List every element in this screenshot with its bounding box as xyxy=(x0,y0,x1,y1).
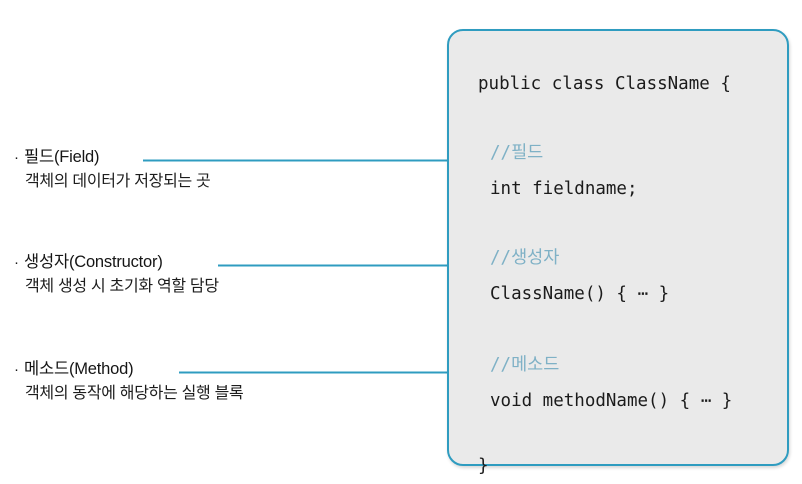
code-line-field-comment: //필드 xyxy=(490,143,544,163)
legend-term-row-constructor: · 생성자(Constructor) xyxy=(14,252,314,273)
legend-description-constructor: 객체 생성 시 초기화 역할 담당 xyxy=(25,277,219,295)
legend-item-method: · 메소드(Method) 객체의 동작에 해당하는 실행 블록 xyxy=(14,359,314,404)
legend-term-row-method: · 메소드(Method) xyxy=(14,359,314,380)
code-panel: public class ClassName { //필드 int fieldn… xyxy=(447,29,789,476)
legend-description-method: 객체의 동작에 해당하는 실행 블록 xyxy=(25,384,244,402)
bullet-icon: · xyxy=(14,361,19,378)
legend-term-field: 필드(Field) xyxy=(24,148,100,166)
code-line-constructor-comment: //생성자 xyxy=(490,248,560,268)
code-line-class-close: } xyxy=(478,456,489,476)
code-line-constructor-body: ClassName() { ⋯ } xyxy=(490,284,670,304)
legend-term-method: 메소드(Method) xyxy=(24,360,134,378)
bullet-icon: · xyxy=(14,149,19,166)
code-line-method-comment: //메소드 xyxy=(490,355,560,375)
legend-term-row-field: · 필드(Field) xyxy=(14,147,314,168)
code-line-method-body: void methodName() { ⋯ } xyxy=(490,391,733,411)
legend-description-field: 객체의 데이터가 저장되는 곳 xyxy=(25,172,211,190)
code-line-field-declaration: int fieldname; xyxy=(490,179,638,199)
code-line-class-declaration: public class ClassName { xyxy=(478,74,731,94)
legend-term-constructor: 생성자(Constructor) xyxy=(24,253,163,271)
legend-item-field: · 필드(Field) 객체의 데이터가 저장되는 곳 xyxy=(14,147,314,192)
legend-item-constructor: · 생성자(Constructor) 객체 생성 시 초기화 역할 담당 xyxy=(14,252,314,297)
bullet-icon: · xyxy=(14,254,19,271)
